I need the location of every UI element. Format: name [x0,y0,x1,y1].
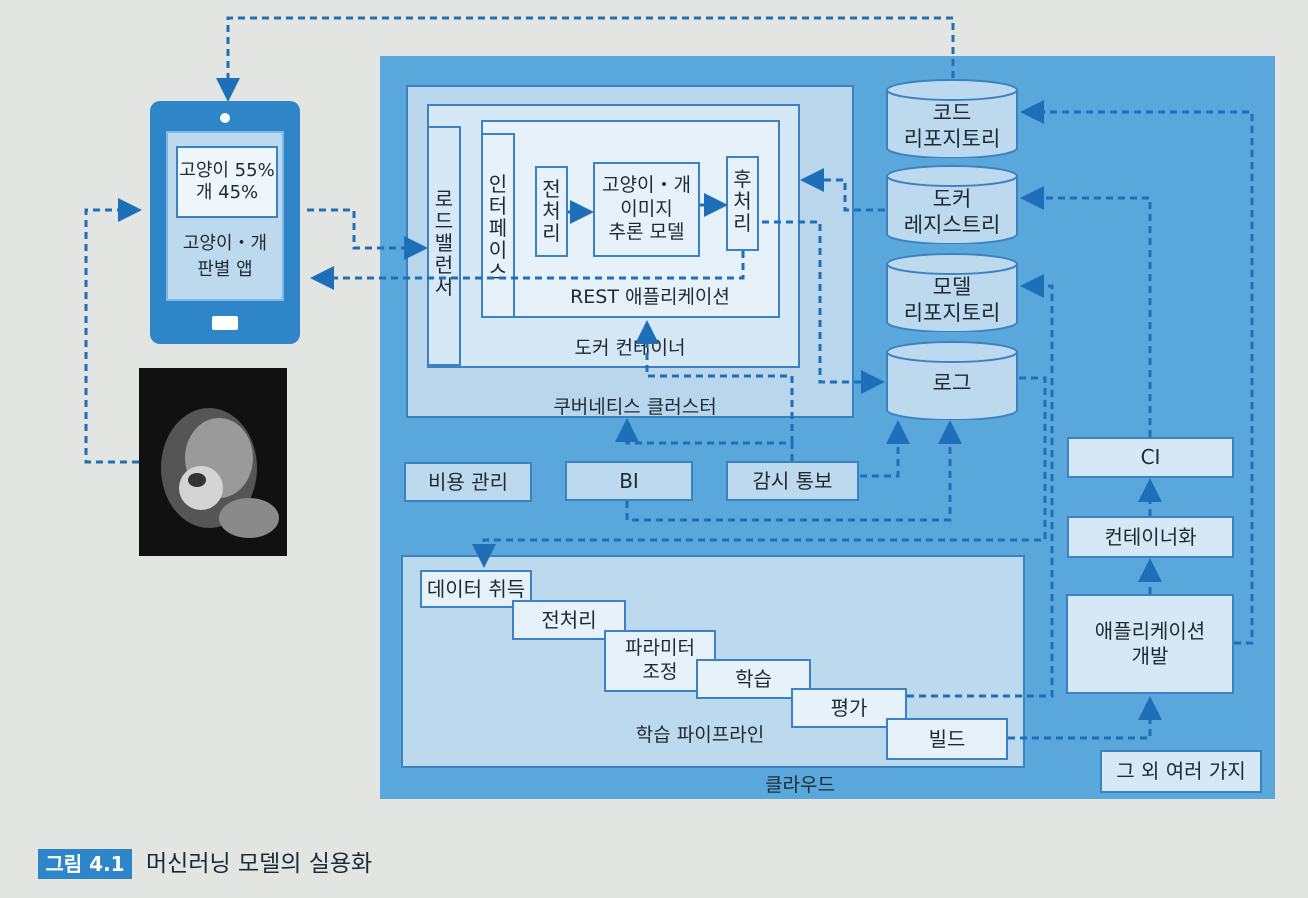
phone-result-display: 고양이 55% 개 45% [176,146,278,218]
pipeline-step-build: 빌드 [886,718,1008,760]
model-repository: 모델 리포지토리 [885,252,1019,332]
inference-model-box: 고양이・개 이미지 추론 모델 [593,162,700,257]
log-store: 로그 [885,340,1019,420]
smartphone: 고양이 55% 개 45% 고양이・개 판별 앱 [150,101,300,344]
monitoring-alert-box: 감시 통보 [726,461,859,501]
figure-caption: 머신러닝 모델의 실용화 [146,848,546,880]
phone-app-name: 고양이・개 판별 앱 [166,231,284,283]
training-pipeline-label: 학습 파이프라인 [600,720,800,747]
phone-camera-icon [220,113,230,123]
k8s-cluster-label: 쿠버네티스 클러스터 [500,392,770,419]
figure-badge: 그림 4.1 [38,849,132,879]
cloud-label: 클라우드 [740,770,860,797]
phone-home-button-icon [212,316,238,330]
app-development-box: 애플리케이션 개발 [1066,594,1234,694]
code-repository: 코드 리포지토리 [885,78,1019,158]
others-box: 그 외 여러 가지 [1100,750,1262,793]
ci-box: CI [1067,437,1234,478]
cat-photo [139,368,287,556]
docker-container-label: 도커 컨테이너 [540,333,720,360]
containerize-box: 컨테이너화 [1067,516,1234,558]
cost-management-box: 비용 관리 [404,462,532,502]
bi-box: BI [565,461,693,501]
rest-application-label: REST 애플리케이션 [520,282,780,309]
docker-registry: 도커 레지스트리 [885,164,1019,244]
